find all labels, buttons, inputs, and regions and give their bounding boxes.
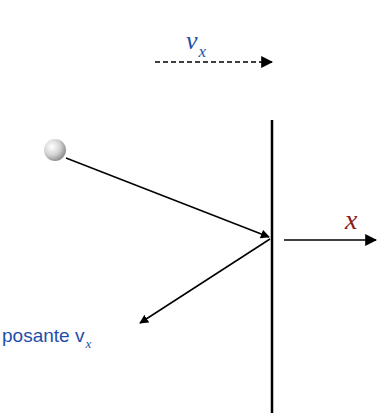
ball <box>44 139 66 161</box>
velocity-arrow <box>155 61 272 63</box>
incident-path <box>66 158 269 237</box>
axis-label: x <box>345 206 357 234</box>
reflected-path <box>140 239 270 323</box>
subscript: x <box>199 43 207 60</box>
velocity-symbol: v <box>186 28 198 54</box>
component-label: posante v <box>2 326 84 345</box>
x-axis-arrow <box>284 239 376 241</box>
wall <box>271 120 274 413</box>
subscript: x <box>85 337 91 350</box>
